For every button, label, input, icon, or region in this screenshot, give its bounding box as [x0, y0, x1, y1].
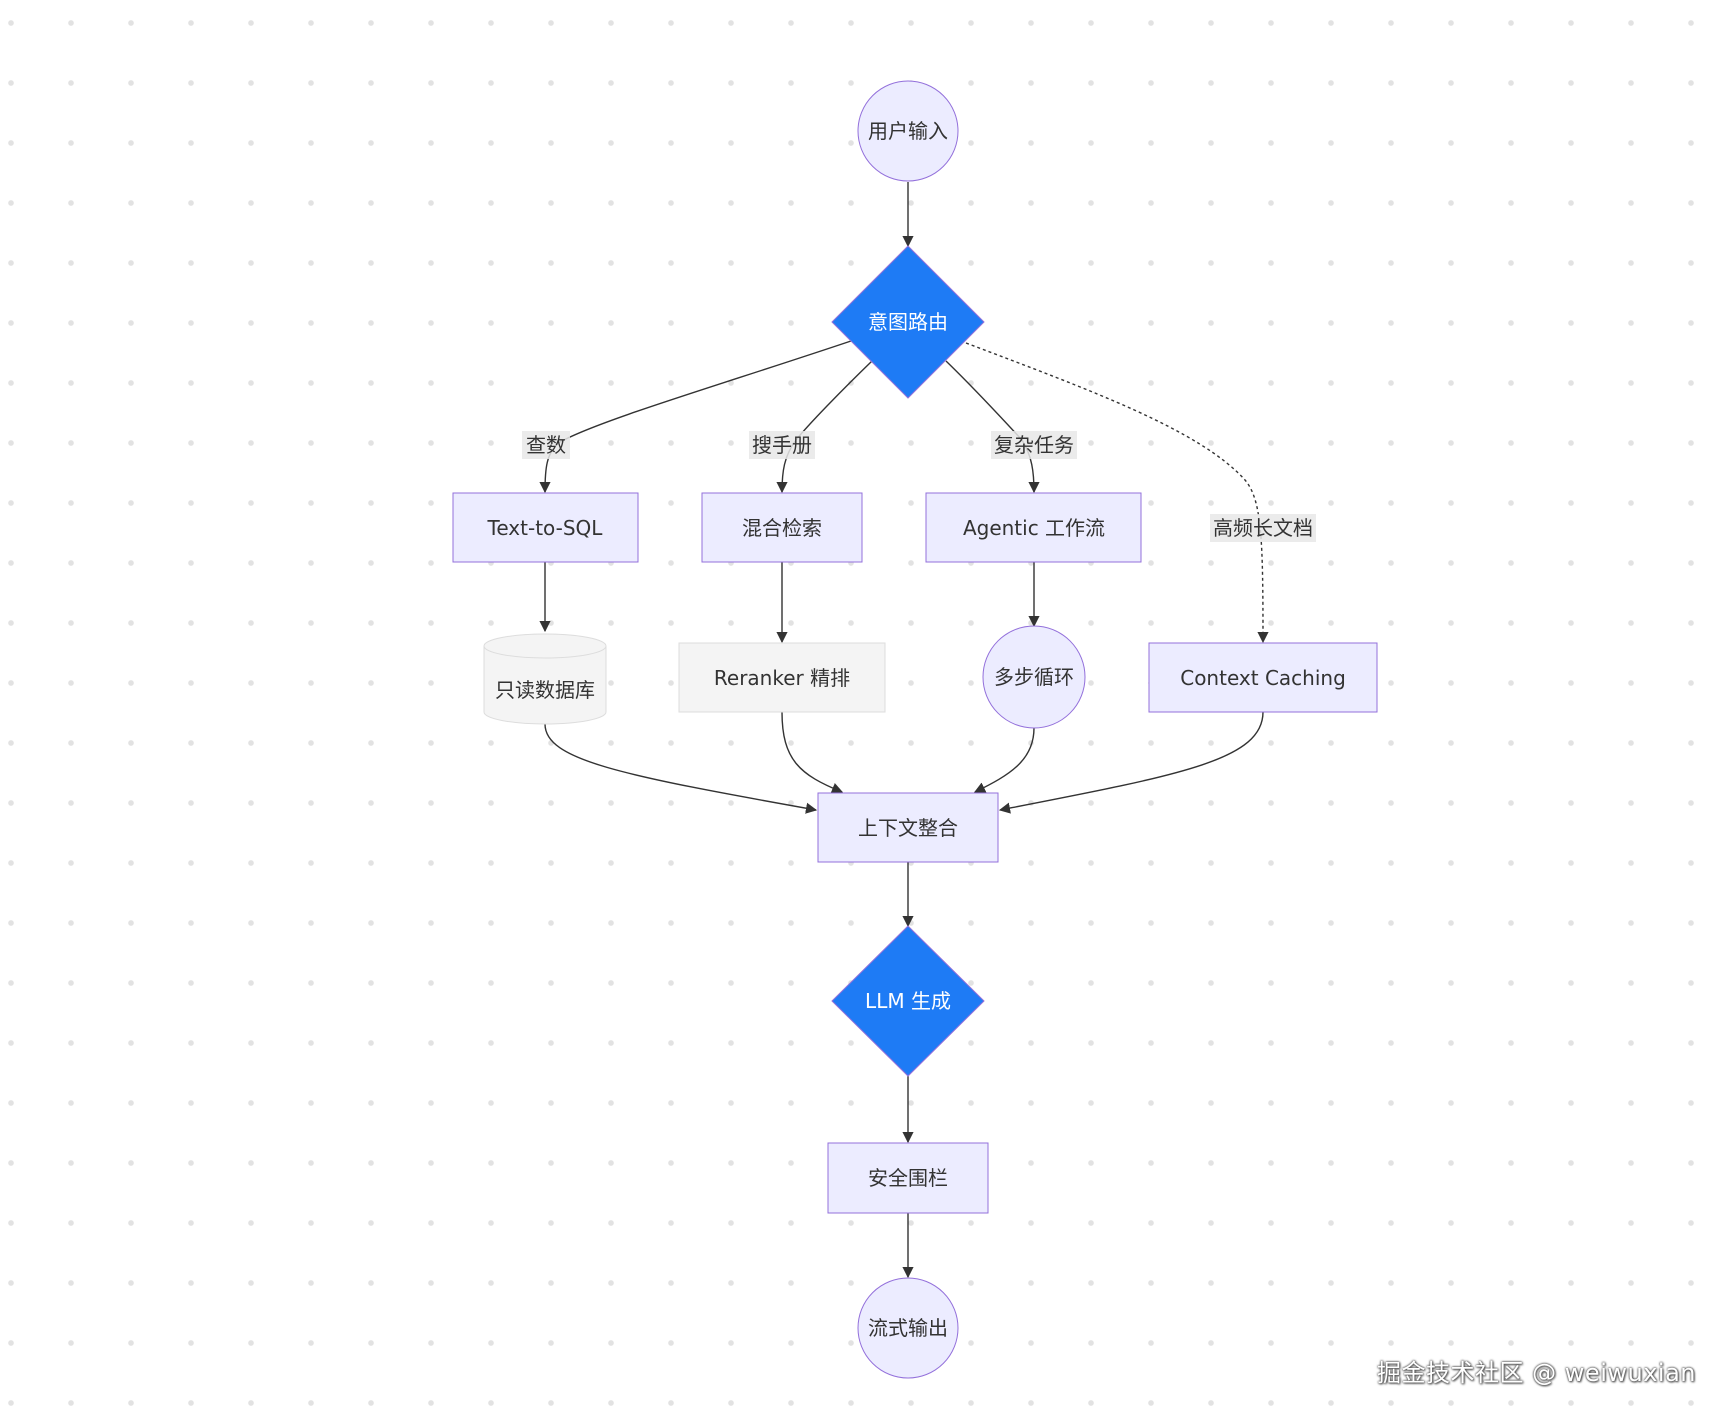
svg-text:意图路由: 意图路由: [868, 310, 948, 334]
svg-text:Text-to-SQL: Text-to-SQL: [487, 516, 604, 540]
edge-router-hybrid: [776, 360, 873, 494]
svg-text:复杂任务: 复杂任务: [994, 433, 1074, 457]
edge-label-manual: 搜手册: [749, 431, 815, 459]
node-hybrid-search[interactable]: 混合检索: [701, 492, 863, 563]
edge-label-complex: 复杂任务: [991, 431, 1077, 459]
svg-text:Agentic 工作流: Agentic 工作流: [963, 516, 1105, 540]
svg-text:上下文整合: 上下文整合: [858, 816, 958, 840]
edge-router-cache: [965, 342, 1269, 644]
node-context-caching[interactable]: Context Caching: [1148, 642, 1378, 713]
svg-text:安全围栏: 安全围栏: [868, 1166, 948, 1190]
svg-text:只读数据库: 只读数据库: [495, 678, 595, 702]
edge-db-merge: [544, 723, 818, 814]
svg-text:Context Caching: Context Caching: [1180, 666, 1346, 690]
node-multistep-loop[interactable]: 多步循环: [982, 625, 1086, 729]
edge-rerank-merge: [781, 711, 844, 794]
node-llm-generate[interactable]: LLM 生成: [831, 925, 985, 1077]
edge-loop-merge: [973, 727, 1035, 793]
edge-label-query: 查数: [522, 431, 570, 459]
edge-router-agentic: [945, 360, 1040, 494]
svg-text:LLM 生成: LLM 生成: [865, 989, 951, 1013]
node-stream-output[interactable]: 流式输出: [857, 1277, 959, 1379]
svg-text:Reranker 精排: Reranker 精排: [714, 666, 850, 690]
node-agentic-workflow[interactable]: Agentic 工作流: [925, 492, 1142, 563]
edge-label-long-doc: 高频长文档: [1210, 514, 1316, 542]
node-user-input[interactable]: 用户输入: [857, 80, 959, 182]
node-safety-guard[interactable]: 安全围栏: [827, 1142, 989, 1214]
svg-text:用户输入: 用户输入: [868, 119, 948, 143]
node-reranker[interactable]: Reranker 精排: [678, 642, 886, 713]
node-context-merge[interactable]: 上下文整合: [817, 792, 999, 863]
edges: [539, 182, 1269, 1279]
edge-cache-merge: [998, 711, 1264, 814]
svg-text:查数: 查数: [526, 433, 566, 457]
watermark-text: 掘金技术社区 @ weiwuxian: [1377, 1359, 1696, 1387]
svg-text:流式输出: 流式输出: [868, 1316, 948, 1340]
svg-text:混合检索: 混合检索: [742, 516, 822, 540]
node-readonly-database[interactable]: 只读数据库: [483, 633, 607, 725]
svg-text:高频长文档: 高频长文档: [1213, 516, 1313, 540]
svg-text:搜手册: 搜手册: [752, 433, 812, 457]
edge-router-sql: [539, 340, 852, 494]
node-intent-router[interactable]: 意图路由: [831, 245, 985, 399]
svg-text:多步循环: 多步循环: [994, 665, 1074, 689]
node-text-to-sql[interactable]: Text-to-SQL: [452, 492, 639, 563]
